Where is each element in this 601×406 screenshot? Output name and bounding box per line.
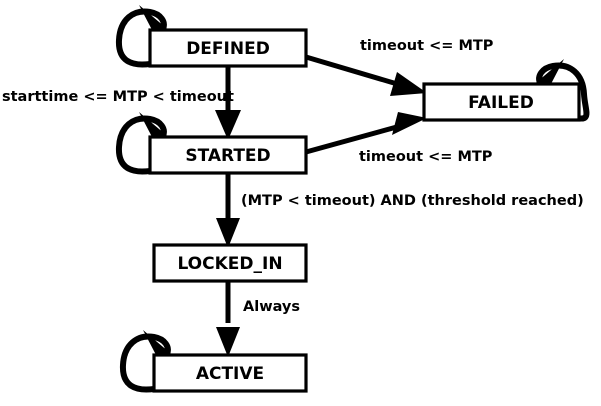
started-self-loop-arrowhead [139, 112, 172, 143]
label-started-to-failed: timeout <= MTP [359, 149, 493, 165]
started-to-failed-arrowhead [392, 112, 427, 135]
edge-started-self-loop[interactable] [115, 112, 172, 175]
node-defined[interactable]: DEFINED [148, 28, 308, 68]
edge-defined-to-failed[interactable] [305, 54, 427, 96]
defined-box [148, 28, 308, 68]
edge-started-to-lockedin[interactable] [216, 173, 240, 248]
locked-in-box [152, 243, 308, 283]
defined-label: DEFINED [186, 39, 270, 59]
failed-box [422, 82, 581, 122]
label-lockedin-to-active: Always [243, 299, 300, 315]
edge-active-self-loop[interactable] [119, 330, 176, 393]
edge-defined-self-loop[interactable] [115, 5, 172, 68]
label-started-to-lockedin: (MTP < timeout) AND (threshold reached) [241, 193, 584, 209]
defined-to-failed-line [305, 54, 405, 89]
defined-self-loop-path [115, 8, 167, 68]
defined-to-failed-arrowhead [390, 72, 427, 96]
node-failed[interactable]: FAILED [422, 82, 581, 122]
edge-started-to-failed[interactable] [305, 112, 427, 155]
started-box [148, 135, 308, 175]
edge-failed-self-loop[interactable] [531, 59, 590, 122]
defined-to-started-arrowhead [215, 110, 241, 140]
label-defined-to-failed: timeout <= MTP [360, 38, 494, 54]
failed-self-loop-arrowhead [531, 59, 564, 90]
node-started[interactable]: STARTED [148, 135, 308, 175]
edge-defined-to-started[interactable] [215, 66, 241, 140]
node-locked-in[interactable]: LOCKED_IN [152, 243, 308, 283]
node-active[interactable]: ACTIVE [152, 353, 308, 393]
failed-self-loop-path [536, 62, 590, 122]
defined-self-loop-arrowhead [139, 5, 172, 36]
label-defined-to-started: starttime <= MTP < timeout [2, 89, 234, 105]
started-self-loop-path [115, 115, 167, 175]
active-self-loop-arrowhead [143, 330, 176, 361]
lockedin-to-active-arrowhead [216, 327, 240, 357]
started-to-failed-line [305, 122, 405, 155]
active-self-loop-path [119, 333, 171, 393]
started-label: STARTED [185, 146, 270, 166]
active-box [152, 353, 308, 393]
edge-lockedin-to-active[interactable] [216, 281, 240, 357]
active-label: ACTIVE [196, 364, 264, 384]
started-to-lockedin-arrowhead [216, 218, 240, 248]
locked-in-label: LOCKED_IN [177, 254, 282, 274]
failed-label: FAILED [468, 93, 534, 113]
